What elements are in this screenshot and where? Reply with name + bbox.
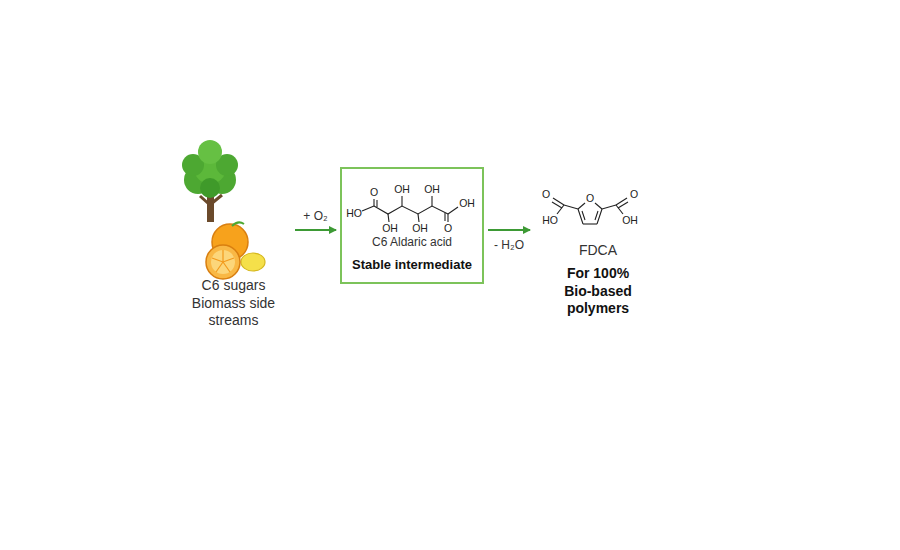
atom-label: HO: [346, 208, 362, 219]
citrus-fruit-icon: [206, 222, 265, 279]
intermediate-box: C6 Aldaric acidStable intermediate: [340, 167, 484, 284]
reaction-arrow: [488, 229, 530, 231]
reaction-arrow: [295, 229, 336, 231]
aldaric-acid-structure: [362, 196, 458, 222]
product-group: FDCA For 100% Bio-based polymers: [534, 185, 662, 324]
source-group: C6 sugars Biomass side streams: [176, 135, 291, 336]
reagent-label: + O₂: [301, 209, 329, 223]
atom-label: O: [444, 223, 452, 234]
node-title: C6 Aldaric acid: [346, 235, 478, 251]
atom-label: OH: [622, 215, 638, 226]
atom-label: OH: [459, 198, 475, 209]
atom-label: OH: [394, 184, 410, 195]
atom-label: OH: [382, 223, 398, 234]
node-title: C6 sugars Biomass side streams: [180, 277, 287, 330]
atom-label: O: [630, 189, 638, 200]
atom-label: O: [586, 193, 594, 204]
reagent-label: - H₂O: [492, 238, 526, 252]
atom-label: O: [370, 187, 378, 198]
atom-label: O: [542, 189, 550, 200]
atom-label: OH: [412, 223, 428, 234]
node-subtitle: Stable intermediate: [346, 257, 478, 274]
atom-label: OH: [424, 184, 440, 195]
node-title: FDCA: [538, 241, 658, 259]
node-subtitle: For 100% Bio-based polymers: [558, 265, 638, 318]
tree-icon: [182, 140, 238, 222]
atom-label: HO: [542, 215, 558, 226]
